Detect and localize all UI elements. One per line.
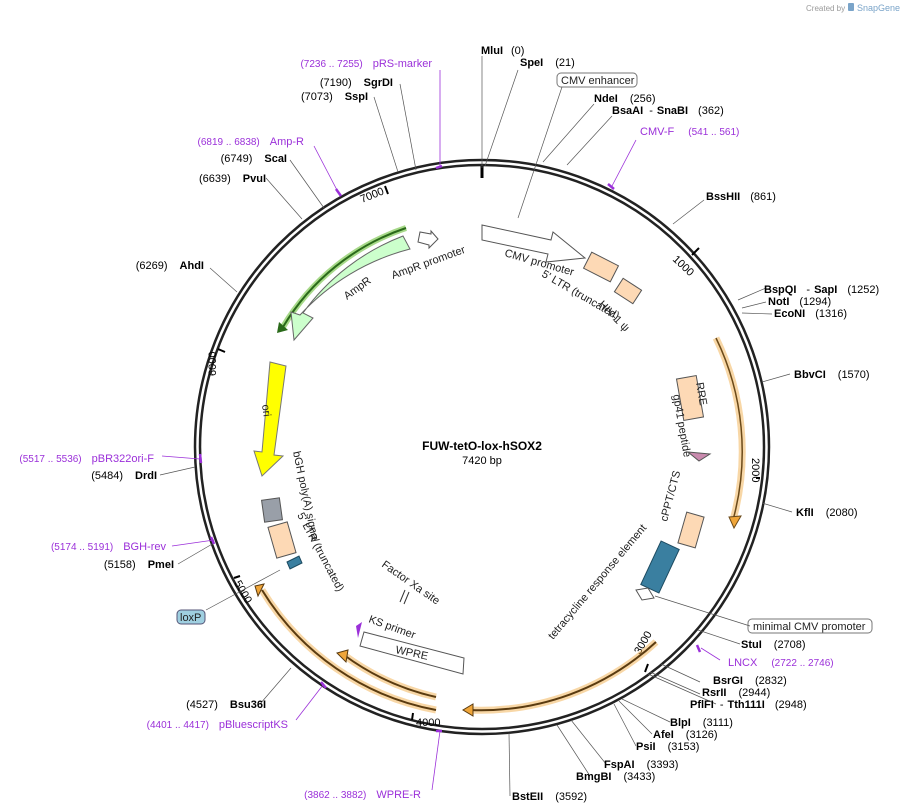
tre-box bbox=[640, 540, 680, 594]
enzyme-labels-left: (4527)Bsu36I (5158)PmeI (5484)DrdI (6269… bbox=[91, 77, 393, 711]
enzyme-label: PsiI(3153) bbox=[636, 741, 699, 753]
enzyme-label: NotI(1294) bbox=[768, 296, 831, 308]
orf-arrowhead bbox=[277, 322, 288, 333]
enzyme-label: BsaAI-SnaBI(362) bbox=[612, 105, 724, 117]
enzyme-label: SpeI(21) bbox=[520, 57, 575, 69]
ks-primer-mark bbox=[356, 622, 362, 638]
factor-xa-label: Factor Xa site bbox=[379, 559, 441, 608]
loxp-box bbox=[286, 555, 303, 570]
primer-label: (7236 .. 7255)pRS-marker bbox=[300, 58, 432, 70]
ltr5-bottom-box bbox=[267, 521, 297, 559]
factor-xa-mark bbox=[399, 589, 406, 603]
primer-label: (4401 .. 4417)pBluescriptKS bbox=[147, 719, 288, 731]
enzyme-label: (5484)DrdI bbox=[91, 470, 157, 482]
enzyme-label: BmgBI(3433) bbox=[576, 771, 655, 783]
cmv-promoter-arrow bbox=[481, 224, 587, 263]
credit-prefix: Created by bbox=[806, 4, 845, 13]
enzyme-label: AfeI(3126) bbox=[653, 729, 718, 741]
cppt-box bbox=[677, 511, 705, 549]
cmv-enhancer-label: CMV enhancer bbox=[561, 75, 635, 87]
minimal-cmv-box bbox=[635, 587, 655, 601]
ampr-promoter-arrow bbox=[417, 229, 439, 250]
plasmid-name: FUW-tetO-lox-hSOX2 bbox=[422, 439, 542, 453]
enzyme-labels: MluI(0) SpeI(21) NdeI(256) BsaAI-SnaBI(3… bbox=[481, 45, 879, 803]
orf-arrowhead bbox=[462, 703, 474, 717]
primer-label: LNCX(2722 .. 2746) bbox=[728, 657, 834, 669]
minimal-cmv-promoter-label: minimal CMV promoter bbox=[753, 621, 866, 633]
enzyme-label: KflI(2080) bbox=[796, 507, 858, 519]
rre-box bbox=[675, 375, 705, 421]
enzyme-label: BssHII(861) bbox=[706, 191, 776, 203]
rre-label: RRE bbox=[693, 381, 709, 406]
orf-arcs bbox=[259, 225, 746, 714]
primer-labels: (7236 .. 7255)pRS-marker CMV-F(541 .. 56… bbox=[19, 58, 833, 801]
orf-arrowhead bbox=[254, 583, 265, 598]
plasmid-length: 7420 bp bbox=[462, 455, 502, 467]
enzyme-label: (6639)PvuI bbox=[199, 173, 266, 185]
gp41-arrow bbox=[686, 451, 712, 462]
snapgene-logo-icon bbox=[848, 3, 854, 11]
primer-label: (5174 .. 5191)BGH-rev bbox=[51, 541, 167, 553]
enzyme-label: RsrII(2944) bbox=[702, 687, 770, 699]
enzyme-label: BlpI(3111) bbox=[670, 717, 733, 729]
enzyme-label: EcoNI(1316) bbox=[774, 308, 847, 320]
orf-arrowhead bbox=[728, 515, 742, 530]
tick-label-7000: 7000 bbox=[359, 185, 386, 205]
loxp-leader bbox=[205, 569, 281, 611]
loxp-label: loxP bbox=[180, 612, 201, 624]
enzyme-leaders bbox=[159, 56, 793, 797]
minimal-cmv-leader bbox=[654, 595, 751, 627]
wpre-box bbox=[359, 631, 465, 675]
ori-label: ori bbox=[259, 404, 273, 418]
enzyme-label: (7073)SspI bbox=[301, 91, 368, 103]
primer-label: (5517 .. 5536)pBR322ori-F bbox=[19, 453, 154, 465]
ltr5-bottom-label: 5' LTR (truncated) bbox=[294, 511, 346, 594]
enzyme-label: BbvCI(1570) bbox=[794, 369, 870, 381]
tick-marks bbox=[217, 185, 760, 721]
hiv-psi-label: HIV-1 ψ bbox=[596, 299, 632, 335]
cppt-label: cPPT/CTS bbox=[658, 469, 683, 522]
hiv-psi-box bbox=[613, 277, 643, 305]
ampr-arrow bbox=[290, 235, 411, 342]
primer-leaders bbox=[161, 70, 721, 791]
enzyme-label: (4527)Bsu36I bbox=[186, 699, 266, 711]
enzyme-label: BsrGI(2832) bbox=[713, 675, 787, 687]
tick-label-2000: 2000 bbox=[749, 458, 761, 482]
enzyme-label: BspQI-SapI(1252) bbox=[764, 284, 879, 296]
enzyme-label: NdeI(256) bbox=[594, 93, 656, 105]
cmv-enhancer-box bbox=[556, 72, 638, 88]
tick-label-6000: 6000 bbox=[207, 352, 219, 376]
enzyme-label: (6269)AhdI bbox=[136, 260, 204, 272]
minimal-cmv-promoter-box bbox=[747, 618, 873, 634]
ori-arrow bbox=[253, 361, 287, 477]
enzyme-label: FspAI(3393) bbox=[604, 759, 678, 771]
bgh-box bbox=[260, 497, 284, 523]
credit-brand: SnapGene bbox=[857, 3, 900, 13]
enzyme-label: StuI(2708) bbox=[741, 639, 806, 651]
loxp-label-box bbox=[176, 609, 206, 625]
primer-label: CMV-F(541 .. 561) bbox=[640, 126, 739, 138]
primer-marks bbox=[198, 164, 702, 733]
enzyme-label: (6749)ScaI bbox=[221, 153, 287, 165]
primer-label: (3862 .. 3882)WPRE-R bbox=[304, 789, 421, 801]
enzyme-label: (5158)PmeI bbox=[104, 559, 174, 571]
tre-label: tetracycline response element bbox=[546, 522, 649, 642]
enzyme-label: (7190)SgrDI bbox=[320, 77, 393, 89]
enzyme-label: BstEII(3592) bbox=[512, 791, 587, 803]
primer-label: (6819 .. 6838)Amp-R bbox=[198, 136, 305, 148]
enzyme-label: PflFI-Tth111I(2948) bbox=[690, 699, 807, 711]
orf-arrowhead bbox=[336, 649, 349, 664]
ltr5-top-box bbox=[582, 251, 620, 283]
enzyme-label: MluI(0) bbox=[481, 45, 524, 57]
ampr-label: AmpR bbox=[342, 275, 374, 303]
tick-label-4000: 4000 bbox=[416, 717, 440, 729]
cmv-enhancer-leader bbox=[517, 86, 563, 219]
factor-xa-mark bbox=[403, 591, 410, 605]
